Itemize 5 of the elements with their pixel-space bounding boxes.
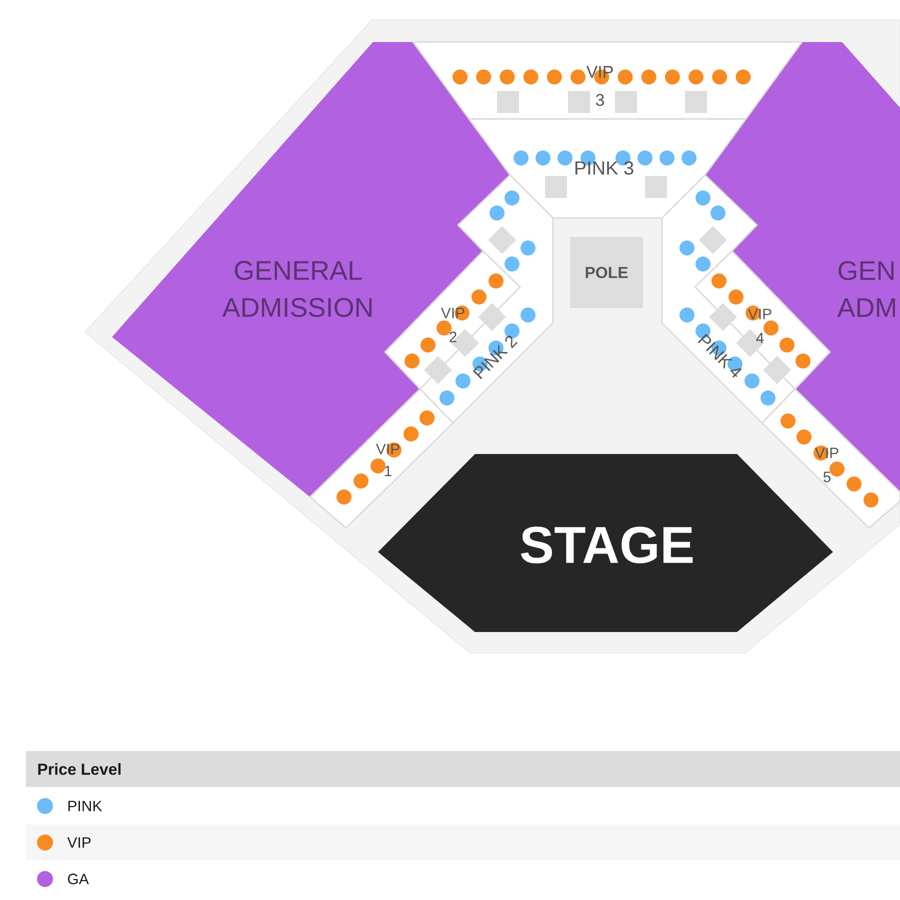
- legend-label: GA: [68, 874, 89, 884]
- pole-box: POLE: [570, 237, 643, 308]
- legend-label: PINK: [68, 800, 102, 812]
- legend-label: VIP: [67, 837, 91, 848]
- table-header: Price Level: [26, 751, 900, 787]
